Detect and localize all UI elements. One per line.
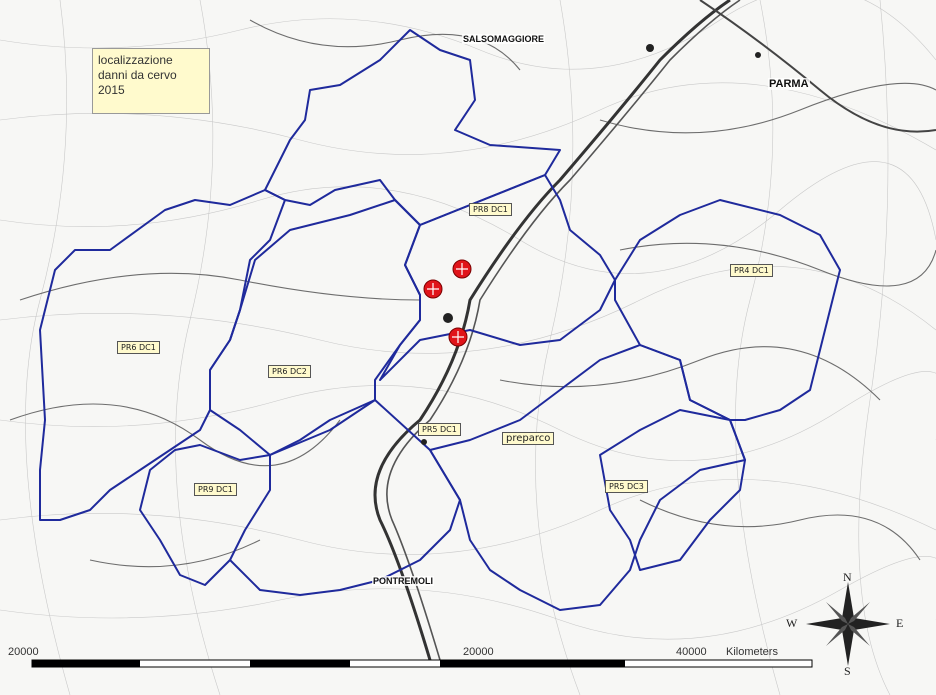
town-markers <box>421 44 761 445</box>
legend-line-2: danni da cervo <box>98 68 177 82</box>
compass-rose <box>806 582 890 666</box>
boundary-pr6-dc2 <box>209 199 421 456</box>
place-salsomaggiore: SALSOMAGGIORE <box>462 34 546 44</box>
boundary-pr9-dc1 <box>139 444 271 586</box>
zone-label-pr4-dc1: PR4 DC1 <box>730 264 773 277</box>
scale-label-left: 20000 <box>8 646 39 658</box>
road-network <box>9 19 936 568</box>
scale-unit: Kilometers <box>726 646 778 658</box>
scale-bar <box>31 659 813 668</box>
legend-line-3: 2015 <box>98 83 125 97</box>
boundary-pr4-dc1 <box>614 199 841 421</box>
legend-line-1: localizzazione <box>98 53 173 67</box>
legend-box: localizzazione danni da cervo 2015 <box>92 48 210 114</box>
zone-label-pr5-dc3: PR5 DC3 <box>605 480 648 493</box>
boundary-preparco <box>429 344 746 611</box>
zone-boundaries <box>39 29 841 611</box>
damage-markers <box>423 259 472 347</box>
damage-marker <box>452 259 472 279</box>
damage-marker <box>448 327 468 347</box>
boundary-pr5-dc3 <box>599 409 746 571</box>
boundary-pr6-dc1 <box>39 189 286 521</box>
motorway-corridor <box>373 0 936 661</box>
boundary-pr8-dc1 <box>264 29 561 226</box>
boundary-outer-south <box>229 399 461 596</box>
place-parma: PARMA <box>768 78 810 90</box>
damage-marker <box>423 279 443 299</box>
zone-label-pr6-dc1: PR6 DC1 <box>117 341 160 354</box>
place-pontremoli: PONTREMOLI <box>372 576 434 586</box>
scale-label-middle: 20000 <box>463 646 494 658</box>
compass-n: N <box>843 570 852 584</box>
zone-label-preparco: preparco <box>502 432 555 445</box>
scale-label-right: 40000 <box>676 646 707 658</box>
zone-label-pr8-dc1: PR8 DC1 <box>469 203 512 216</box>
compass-s: S <box>844 664 851 678</box>
compass-w: W <box>786 616 798 630</box>
zone-label-pr5-dc1: PR5 DC1 <box>418 423 461 436</box>
zone-label-pr6-dc2: PR6 DC2 <box>268 365 311 378</box>
zone-label-pr9-dc1: PR9 DC1 <box>194 483 237 496</box>
compass-e: E <box>896 616 904 630</box>
boundary-pr5-dc1 <box>379 174 616 381</box>
